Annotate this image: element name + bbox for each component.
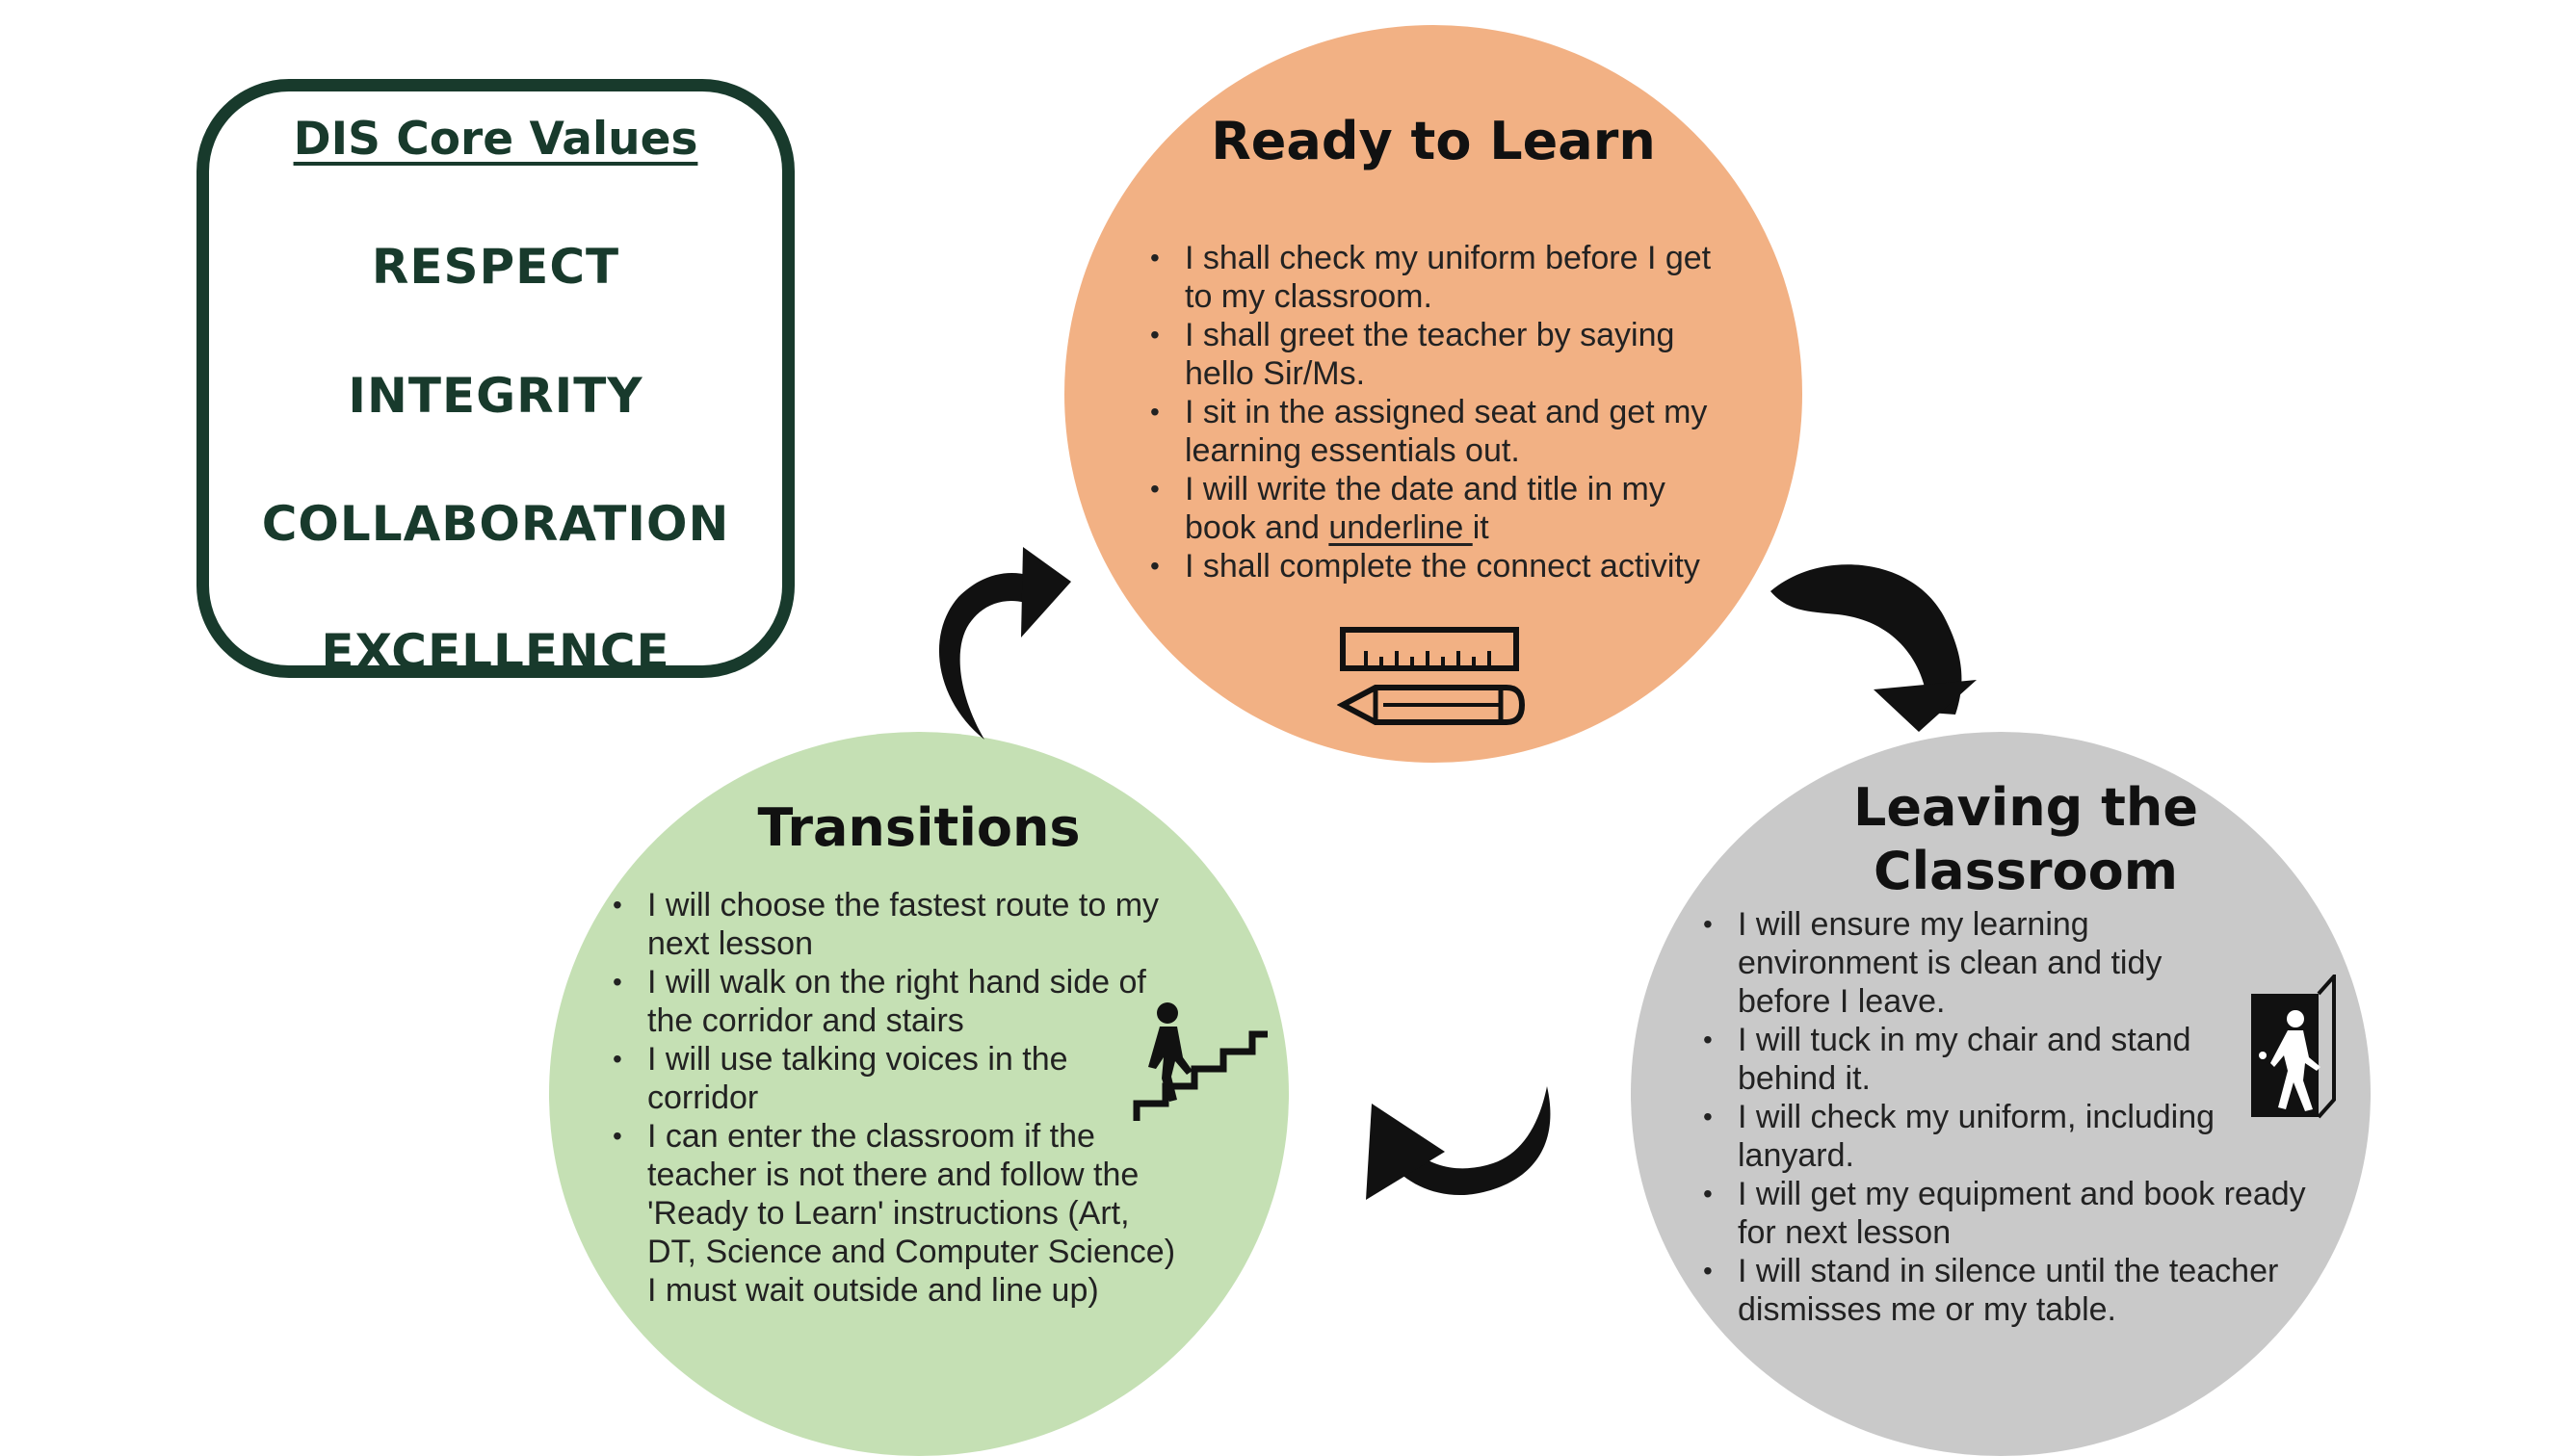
list-item-text: I will write the date and title in my bo… (1185, 471, 1665, 546)
core-values-title: DIS Core Values (293, 113, 698, 166)
value-collaboration: COLLABORATION (261, 496, 730, 552)
ready-list: I shall check my uniform before I get to… (1150, 239, 1728, 585)
list-item: I shall check my uniform before I get to… (1150, 239, 1728, 316)
leaving-list: I will ensure my learning environment is… (1703, 905, 2306, 1329)
arrow-top-right (1770, 564, 1977, 732)
ready-heading: Ready to Learn (1211, 111, 1656, 171)
value-respect: RESPECT (371, 239, 620, 295)
list-item: I will write the date and title in my bo… (1150, 470, 1728, 547)
list-item: I will choose the fastest route to my ne… (613, 886, 1167, 963)
list-item: I will tuck in my chair and stand behind… (1703, 1021, 2239, 1098)
list-item: I shall greet the teacher by saying hell… (1150, 316, 1728, 393)
list-item: I shall complete the connect activity (1150, 547, 1728, 585)
list-item: I will use talking voices in the corrido… (613, 1040, 1110, 1117)
list-item-text-end: it (1472, 509, 1489, 546)
list-item: I will get my equipment and book ready f… (1703, 1175, 2316, 1252)
transitions-heading: Transitions (757, 797, 1081, 858)
transitions-list: I will choose the fastest route to my ne… (613, 886, 1191, 1310)
list-item: I will ensure my learning environment is… (1703, 905, 2239, 1021)
list-item: I will check my uniform, including lanya… (1703, 1098, 2316, 1175)
arrow-bottom (1366, 1086, 1551, 1200)
arrow-left (938, 547, 1071, 740)
list-item: I can enter the classroom if the teacher… (613, 1117, 1187, 1310)
list-item: I will stand in silence until the teache… (1703, 1252, 2316, 1329)
stairs-person-icon (1133, 1002, 1268, 1121)
core-values-box: DIS Core Values RESPECT INTEGRITY COLLAB… (197, 79, 795, 680)
value-integrity: INTEGRITY (348, 368, 643, 424)
leaving-heading-line2: Classroom (1874, 841, 2178, 901)
leaving-heading: Leaving the Classroom (1631, 776, 2421, 903)
exit-door-icon (2251, 975, 2336, 1119)
value-excellence: EXCELLENCE (321, 624, 670, 680)
ruler-pencil-icon (1337, 627, 1526, 725)
list-item: I sit in the assigned seat and get my le… (1150, 393, 1728, 470)
underline-word: underline (1328, 509, 1473, 546)
leaving-heading-line1: Leaving the (1853, 777, 2198, 838)
list-item: I will walk on the right hand side of th… (613, 963, 1167, 1040)
